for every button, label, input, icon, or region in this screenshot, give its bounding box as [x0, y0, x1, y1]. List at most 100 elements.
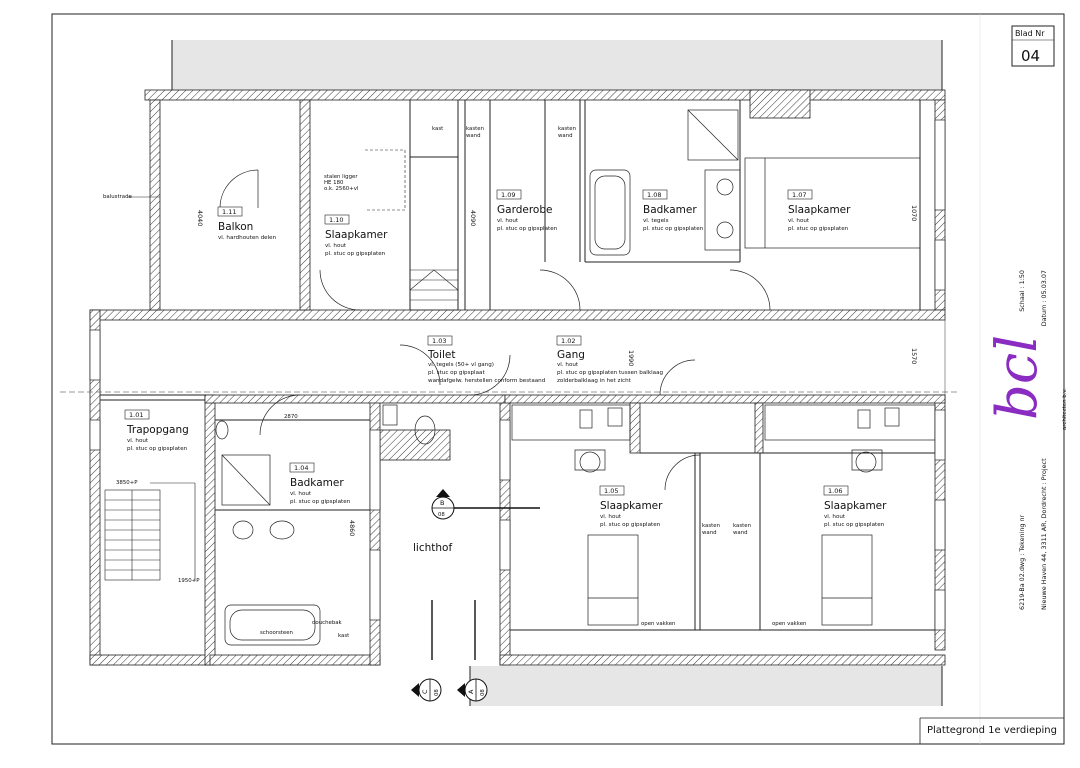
room-number: 1.07: [792, 191, 806, 199]
room-desc: vl. tegels: [643, 218, 669, 224]
room-name: Garderobe: [497, 204, 552, 216]
dimension: 4860: [348, 520, 356, 536]
room-desc: vl. hout: [788, 218, 810, 224]
interior-lines: [100, 100, 935, 631]
section-marker-b: B 08: [431, 489, 455, 520]
windows: [89, 119, 946, 631]
room-desc: pl. stuc op gipsplaten: [600, 522, 661, 528]
room-1-04: 1.04 Badkamer vl. hout pl. stuc op gipsp…: [289, 462, 351, 505]
room-number: 1.10: [329, 216, 343, 224]
datum-text: Datum : 05.03.07: [1040, 270, 1048, 326]
blad-label: Blad Nr: [1015, 29, 1045, 38]
room-number: 1.04: [294, 464, 308, 472]
room-labels: 1.11 Balkon vl. hardhouten delen 1.10 Sl…: [124, 189, 887, 528]
kasten-label: kasten: [466, 126, 484, 132]
dimension: 2870: [284, 414, 298, 420]
room-1-05: 1.05 Slaapkamer vl. hout pl. stuc op gip…: [599, 485, 663, 528]
address-text: Nieuwe Haven 44, 3311 AR, Dordrecht : Pr…: [1040, 458, 1048, 610]
dimension: 4090: [469, 210, 477, 226]
kasten-label: kasten: [733, 523, 751, 529]
room-1-01: 1.01 Trapopgang vl. hout pl. stuc op gip…: [124, 409, 189, 452]
room-name: Slaapkamer: [600, 500, 663, 512]
room-number: 1.09: [501, 191, 515, 199]
room-number: 1.08: [647, 191, 661, 199]
door-swings: [219, 169, 771, 491]
open-vakken-label: open vakken: [641, 621, 675, 627]
stair-110: [365, 149, 459, 311]
room-number: 1.06: [828, 487, 842, 495]
room-name: Toilet: [427, 349, 455, 361]
room-desc: vl. hout: [127, 438, 149, 444]
room-desc: vl. hout: [824, 514, 846, 520]
drawing-title: Plattegrond 1e verdieping: [927, 725, 1057, 736]
room-desc: vl. hout: [290, 491, 312, 497]
kasten-label: kasten: [702, 523, 720, 529]
room-desc: wandafgelw. herstellen conform bestaand: [428, 378, 546, 384]
room-1-09: 1.09 Garderobe vl. hout pl. stuc op gips…: [496, 189, 558, 232]
room-desc: pl. stuc op gipsplaten: [497, 226, 558, 232]
kast-label: kast: [338, 633, 349, 639]
schaal-text: Schaal : 1:50: [1018, 270, 1026, 312]
room-desc: pl. stuc op gipsplaten: [824, 522, 885, 528]
dimension: 1990: [627, 350, 635, 366]
room-desc: pl. stuc op gipsplaten: [643, 226, 704, 232]
stalen-ligger-label: stalen ligger: [324, 174, 358, 180]
room-desc: vl. hout: [325, 243, 347, 249]
room-number: 1.01: [129, 411, 143, 419]
room-name: Badkamer: [643, 204, 697, 216]
sheet-number-box: Blad Nr 04: [1011, 25, 1055, 67]
room-name: Slaapkamer: [325, 229, 388, 241]
schoorsteen-label: schoorsteen: [260, 630, 293, 636]
lichthof-label: lichthof: [413, 542, 452, 554]
room-desc: pl. stuc op gipsplaten: [290, 499, 351, 505]
dimension: 4040: [196, 210, 204, 226]
room-1-11: 1.11 Balkon vl. hardhouten delen: [217, 206, 277, 241]
section-lines: [431, 507, 540, 660]
room-desc: vl. hout: [557, 362, 579, 368]
room-1-06: 1.06 Slaapkamer vl. hout pl. stuc op gip…: [823, 485, 887, 528]
room-desc: vl. hardhouten delen: [218, 235, 277, 241]
stalen-ligger-label: o.k. 2560+vl: [324, 186, 358, 192]
stalen-ligger-label: HE 180: [324, 180, 344, 186]
room-1-10: 1.10 Slaapkamer vl. hout pl. stuc op gip…: [324, 214, 388, 257]
neighbour-building: [172, 40, 942, 90]
section-letter: C: [421, 689, 429, 694]
room-1-08: 1.08 Badkamer vl. tegels pl. stuc op gip…: [642, 189, 704, 232]
dimension: 1570: [910, 348, 918, 364]
blad-number: 04: [1021, 47, 1040, 65]
room-desc: zolderbalklaag in het zicht: [557, 378, 632, 384]
dimension: 1950+P: [178, 578, 200, 584]
room-1-03: 1.03 Toilet vl. tegels (50+ vl gang) pl.…: [427, 335, 546, 384]
room-name: Badkamer: [290, 477, 344, 489]
logo-tagline: architecten b.v.: [1062, 388, 1068, 430]
section-letter: A: [467, 689, 475, 694]
wand-label: wand: [466, 133, 481, 139]
logo-text: bcl: [985, 335, 1050, 420]
wand-label: wand: [702, 530, 717, 536]
section-marker-a: A 08: [457, 678, 488, 702]
room-name: Slaapkamer: [788, 204, 851, 216]
wand-label: wand: [558, 133, 573, 139]
room-1-07: 1.07 Slaapkamer vl. hout pl. stuc op gip…: [787, 189, 851, 232]
dimension: 3850+P: [116, 480, 138, 486]
kast-label: kast: [432, 126, 443, 132]
bed-107: [744, 157, 921, 249]
section-sheet: 08: [480, 689, 486, 696]
room-number: 1.05: [604, 487, 618, 495]
section-letter: B: [440, 499, 444, 507]
beds-lower: [587, 534, 873, 626]
wand-label: wand: [733, 530, 748, 536]
room-1-02: 1.02 Gang vl. hout pl. stuc op gipsplate…: [556, 335, 663, 384]
room-desc: pl. stuc op gipsplaten: [788, 226, 849, 232]
room-name: Gang: [557, 349, 585, 361]
bcl-logo: bcl architecten b.v.: [985, 335, 1068, 430]
annotations: lichthof balustrade stalen ligger HE 180…: [103, 126, 918, 639]
kasten-label: kasten: [558, 126, 576, 132]
room-desc: pl. stuc op gipsplaten: [127, 446, 188, 452]
section-sheet: 08: [438, 512, 445, 518]
room-name: Balkon: [218, 221, 253, 233]
section-sheet: 08: [434, 689, 440, 696]
room-name: Trapopgang: [126, 424, 189, 436]
